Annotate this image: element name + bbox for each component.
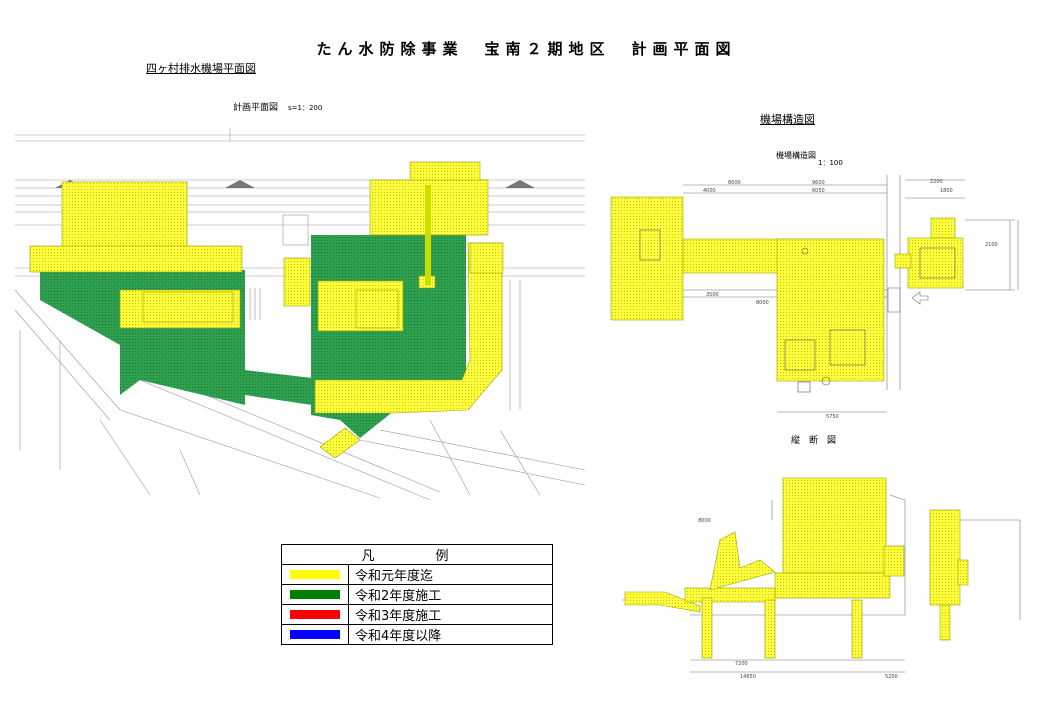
page-title: たん水防除事業 宝南２期地区 計画平面図: [316, 40, 737, 58]
plan-scale: s=1：200: [288, 104, 323, 112]
dim-8000: 8000: [756, 300, 769, 306]
dim-top-a: 8000: [728, 180, 741, 186]
dim-3500: 3500: [706, 292, 719, 298]
dim-labels: 8000 9600 4000 6050 3500 8000 5750 1800 …: [698, 179, 998, 680]
legend-label: 令和4年度以降: [348, 624, 553, 645]
legend-label: 令和2年度施工: [348, 584, 553, 605]
dim-2100: 2100: [985, 242, 998, 248]
dim-7200: 7200: [735, 661, 748, 667]
structure-caption: 機場構造図: [776, 151, 816, 160]
structure-details: [639, 229, 956, 393]
legend-header: 凡 例: [281, 544, 553, 565]
dim-top-b: 9600: [812, 180, 825, 186]
plan-linework: [14, 128, 586, 501]
legend-label: 令和元年度迄: [348, 564, 553, 585]
dim-1800: 1800: [940, 188, 953, 194]
dim-2200: 2200: [930, 179, 943, 185]
legend-swatch-green: [290, 590, 340, 599]
structure-scale: 1：100: [818, 159, 843, 167]
left-heading: 四ヶ村排水機場平面図: [146, 62, 256, 75]
dim-5750: 5750: [826, 414, 839, 420]
legend-swatch-red: [290, 610, 340, 619]
yellow-column: [425, 185, 431, 285]
section-caption: 縦 断 図: [791, 436, 837, 446]
legend-swatch-blue: [290, 630, 340, 639]
dim-8000-b: 8000: [698, 518, 711, 524]
section-yellow: [624, 477, 969, 659]
dim-5200: 5200: [885, 674, 898, 680]
legend-row: 令和3年度施工: [281, 604, 553, 625]
plan-caption: 計画平面図: [233, 103, 279, 113]
structure-yellow: [610, 196, 964, 382]
right-heading: 機場構造図: [760, 113, 815, 126]
dim-4000: 4000: [703, 188, 716, 194]
legend-row: 令和2年度施工: [281, 584, 553, 605]
legend-row: 令和4年度以降: [281, 624, 553, 645]
legend-row: 令和元年度迄: [281, 564, 553, 585]
dim-6050: 6050: [812, 188, 825, 194]
dim-14650: 14650: [740, 674, 756, 680]
legend-table: 凡 例 令和元年度迄 令和2年度施工 令和3年度施工 令和4年度以降: [281, 544, 553, 645]
legend-swatch-yellow: [290, 570, 340, 579]
legend-label: 令和3年度施工: [348, 604, 553, 625]
